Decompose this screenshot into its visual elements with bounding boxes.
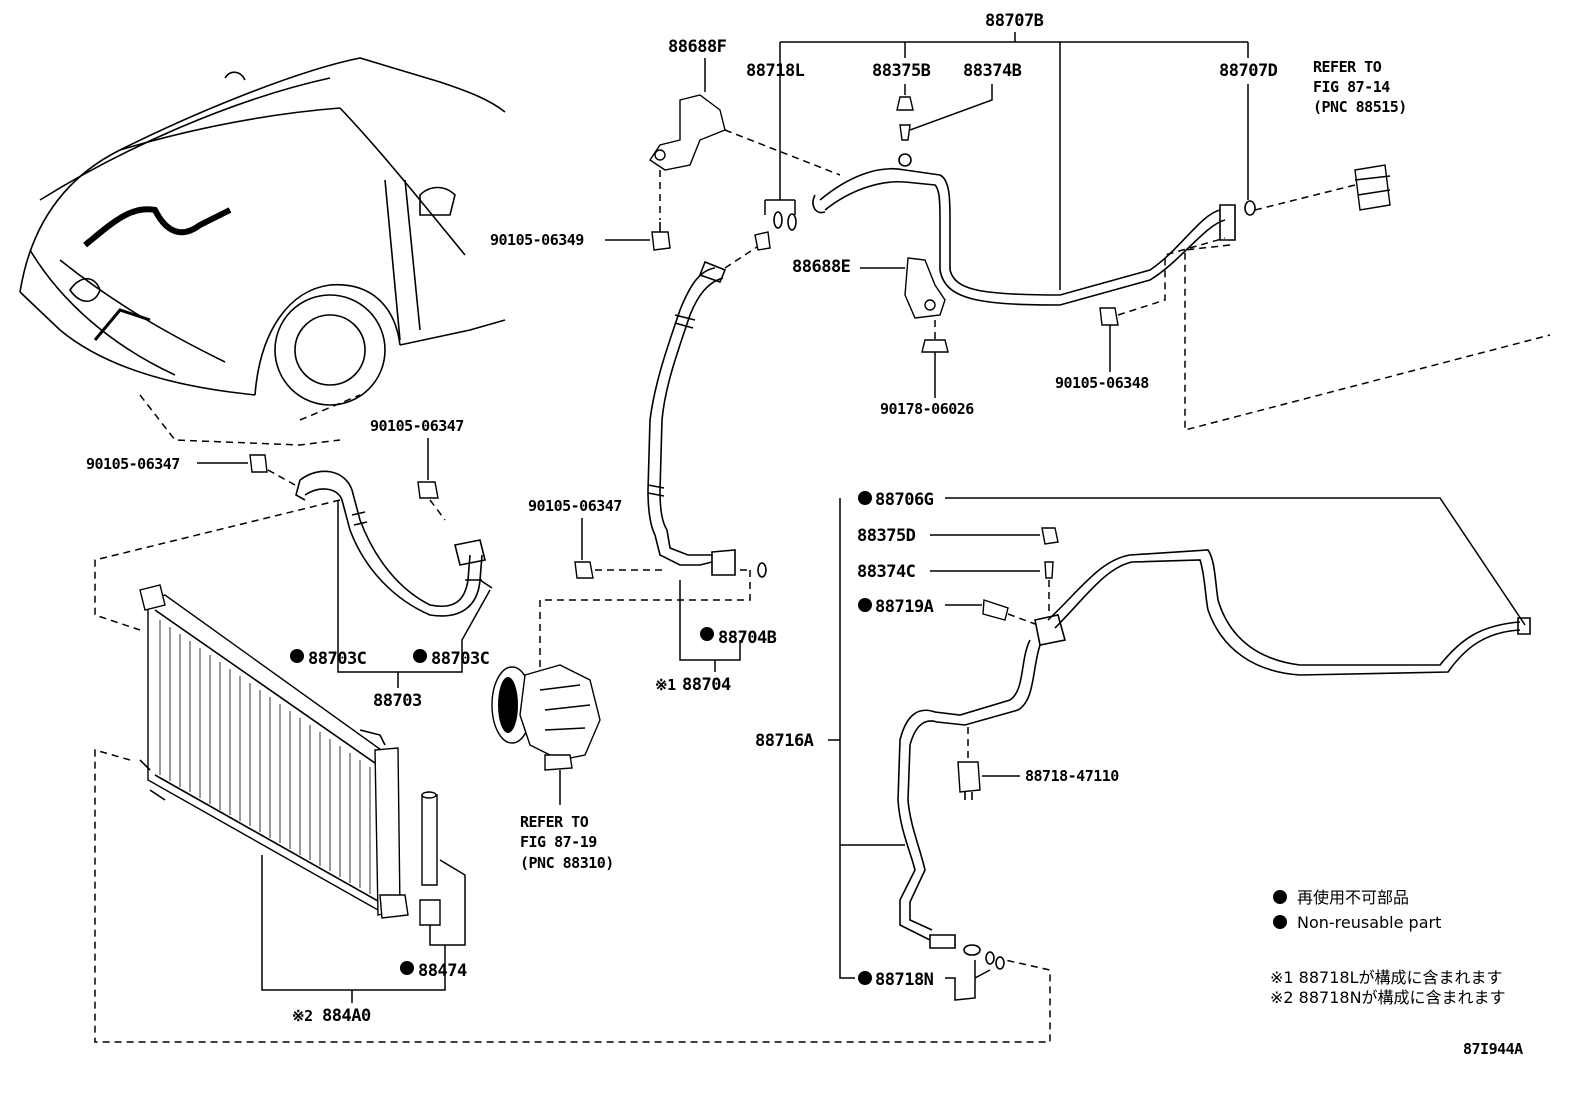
label-90105-06347-b: 90105-06347 — [370, 417, 464, 521]
compressor — [491, 664, 601, 805]
label-88703C-a: 88703C — [290, 500, 491, 673]
vehicle-callout-line — [139, 394, 341, 446]
callout-dash-right — [1184, 244, 1551, 431]
svg-text:88704B: 88704B — [718, 628, 777, 648]
compressor-callout — [539, 570, 751, 680]
legend: 再使用不可部品 Non-reusable part ※1 88718Lが構成に含… — [1270, 888, 1506, 1007]
label-88718L: 88718L — [746, 61, 805, 215]
svg-text:88718L: 88718L — [746, 61, 805, 81]
svg-text:FIG 87-14: FIG 87-14 — [1313, 78, 1390, 96]
label-90105-06347-c: 90105-06347 — [528, 497, 665, 579]
label-88718-47110: 88718-47110 — [982, 767, 1120, 785]
svg-text:90105-06347: 90105-06347 — [528, 497, 622, 515]
svg-text:88716A: 88716A — [755, 731, 814, 751]
o-rings-88718L — [773, 211, 797, 231]
o-rings-88718N — [963, 944, 1005, 970]
label-90178-06026: 90178-06026 — [880, 352, 975, 418]
svg-text:※1: ※1 — [655, 676, 676, 694]
svg-text:88703: 88703 — [373, 691, 422, 711]
svg-text:※2 88718Nが構成に含まれます: ※2 88718Nが構成に含まれます — [1270, 988, 1506, 1007]
svg-text:88688E: 88688E — [792, 257, 851, 277]
svg-text:Non-reusable part: Non-reusable part — [1297, 913, 1441, 932]
svg-text:88474: 88474 — [418, 961, 467, 981]
svg-text:88374C: 88374C — [857, 562, 915, 582]
hose-callout — [724, 244, 761, 269]
condenser-callout-bottom — [94, 749, 1051, 1043]
svg-text:88703C: 88703C — [431, 649, 489, 669]
receiver-part-88515 — [1254, 164, 1391, 211]
svg-text:88703C: 88703C — [308, 649, 366, 669]
dryer-88474 — [419, 791, 466, 946]
label-88707D: 88707D — [1219, 61, 1278, 216]
refer-note-88515: REFER TO FIG 87-14 (PNC 88515) — [1313, 58, 1407, 116]
svg-text:88718N: 88718N — [875, 970, 934, 990]
label-88716A: 88716A — [755, 498, 905, 979]
label-88688F: 88688F — [668, 37, 727, 92]
label-88719A: 88719A — [858, 597, 1036, 625]
refer-note-88310: REFER TO FIG 87-19 (PNC 88310) — [520, 813, 614, 872]
label-88718N: 88718N — [858, 960, 991, 1001]
svg-text:88375D: 88375D — [857, 526, 916, 546]
label-88704: ※1 88704 — [655, 660, 731, 695]
label-88688E: 88688E — [792, 257, 905, 277]
condenser-callout-top — [94, 499, 341, 631]
pressure-switch-88718-47110 — [957, 761, 981, 800]
svg-text:再使用不可部品: 再使用不可部品 — [1297, 888, 1409, 907]
label-90105-06349: 90105-06349 — [490, 222, 671, 251]
label-90105-06347-a: 90105-06347 — [86, 454, 296, 486]
svg-text:90105-06347: 90105-06347 — [370, 417, 464, 435]
hose-88703 — [295, 470, 493, 617]
svg-text:88718-47110: 88718-47110 — [1025, 767, 1119, 785]
svg-text:(PNC 88310): (PNC 88310) — [520, 854, 614, 872]
svg-text:88706G: 88706G — [875, 490, 934, 510]
svg-text:(PNC 88515): (PNC 88515) — [1313, 98, 1407, 116]
label-88706G: 88706G — [858, 490, 1526, 626]
label-88704B: 88704B — [679, 562, 777, 661]
svg-text:88688F: 88688F — [668, 37, 727, 57]
label-88703C-b: 88703C — [413, 649, 490, 669]
svg-text:88375B: 88375B — [872, 61, 931, 81]
bracket-88688F — [649, 94, 841, 220]
svg-text:90105-06347: 90105-06347 — [86, 455, 180, 473]
svg-text:88707B: 88707B — [985, 11, 1044, 31]
label-88474: 88474 — [261, 855, 467, 991]
svg-text:90178-06026: 90178-06026 — [880, 400, 974, 418]
label-90105-06348: 90105-06348 — [1055, 237, 1226, 392]
svg-text:※1 88718Lが構成に含まれます: ※1 88718Lが構成に含まれます — [1270, 968, 1503, 987]
label-88707B: 88707B — [779, 11, 1249, 290]
suction-pipe-88707B — [812, 153, 1236, 306]
vehicle-illustration — [19, 57, 506, 406]
svg-text:REFER TO: REFER TO — [520, 813, 589, 831]
label-88374B: 88374B — [899, 61, 1022, 141]
svg-text:90105-06348: 90105-06348 — [1055, 374, 1149, 392]
svg-text:88719A: 88719A — [875, 597, 934, 617]
svg-text:※2: ※2 — [292, 1007, 313, 1025]
figure-id: 87I944A — [1463, 1040, 1523, 1058]
svg-text:REFER TO: REFER TO — [1313, 58, 1382, 76]
label-88703: 88703 — [373, 672, 422, 711]
svg-text:88704: 88704 — [682, 675, 731, 695]
svg-text:FIG 87-19: FIG 87-19 — [520, 833, 597, 851]
svg-text:88374B: 88374B — [963, 61, 1022, 81]
svg-text:88707D: 88707D — [1219, 61, 1278, 81]
discharge-hose-88704 — [647, 260, 736, 576]
liquid-pipe-88716A — [897, 549, 1531, 949]
condenser — [139, 584, 409, 919]
label-88375D: 88375D — [857, 526, 1059, 546]
bracket-88688E — [904, 257, 949, 353]
svg-text:90105-06349: 90105-06349 — [490, 231, 584, 249]
svg-text:884A0: 884A0 — [322, 1006, 371, 1026]
label-88375B: 88375B — [872, 61, 931, 111]
label-884A0: ※2 884A0 — [292, 990, 371, 1026]
label-88374C: 88374C — [857, 561, 1054, 612]
